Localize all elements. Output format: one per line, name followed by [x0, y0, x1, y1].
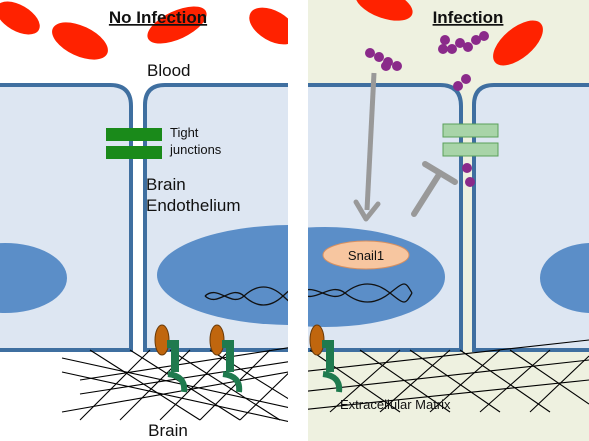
nucleus	[157, 225, 288, 325]
dna-helix	[308, 283, 413, 303]
red-blood-cell	[249, 7, 288, 45]
integrin-receptor	[209, 324, 243, 393]
nucleus	[0, 243, 67, 313]
label-tight-junctions: junctions	[169, 142, 222, 157]
tight-junction-bar	[442, 142, 499, 157]
red-blood-cell	[493, 20, 543, 66]
panel-infection	[308, 0, 589, 441]
tight-junction-bar	[442, 123, 499, 138]
disrupted-tight-junctions	[442, 123, 499, 157]
red-blood-cells	[0, 1, 288, 60]
label-snail1: Snail1	[348, 248, 384, 263]
red-blood-cell	[147, 6, 207, 44]
red-blood-cells	[355, 0, 543, 66]
panel-title-infection: Infection	[433, 8, 504, 27]
red-blood-cell	[52, 22, 108, 60]
integrin-receptor	[154, 324, 188, 393]
label-brain: Brain	[148, 421, 188, 440]
dna-helix	[204, 286, 288, 306]
label-extracellular-matrix: Extracellular Matrix	[340, 397, 451, 412]
activation-arrow	[353, 72, 381, 222]
tight-junction-bar	[106, 128, 162, 141]
panel-title-no-infection: No Infection	[109, 8, 207, 27]
red-blood-cell	[355, 0, 413, 21]
label-blood: Blood	[147, 61, 190, 80]
panel-divider	[288, 0, 308, 441]
label-brain-endothelium: Endothelium	[146, 196, 241, 215]
red-blood-cell	[0, 1, 40, 35]
label-tight-junctions: Tight	[170, 125, 199, 140]
tight-junction-bar	[106, 146, 162, 159]
snail1-protein	[322, 240, 410, 270]
extracellular-matrix-mesh	[308, 339, 589, 413]
integrin-receptor	[309, 324, 343, 393]
tight-junctions	[106, 128, 162, 159]
panel-no-infection	[0, 1, 288, 422]
label-brain-endothelium: Brain	[146, 175, 186, 194]
inhibition-symbol	[411, 161, 458, 217]
nucleus	[540, 243, 589, 313]
bacteria	[365, 31, 489, 187]
